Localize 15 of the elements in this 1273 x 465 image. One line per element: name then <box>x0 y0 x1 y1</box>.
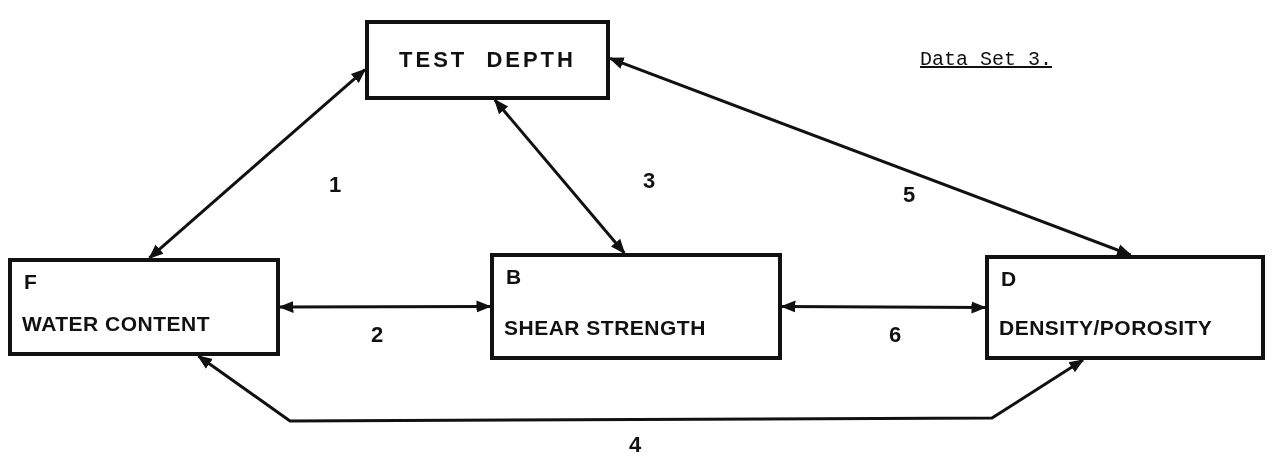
double-arrow <box>148 68 367 260</box>
double-arrow <box>493 98 626 255</box>
box-letter: B <box>506 265 522 289</box>
process-box <box>985 255 1265 360</box>
process-box <box>8 258 280 356</box>
process-box <box>365 20 610 100</box>
box-letter: F <box>24 270 37 294</box>
double-arrow <box>197 354 1085 423</box>
box-letter: D <box>1001 267 1017 291</box>
box-label: WATER CONTENT <box>22 312 211 336</box>
box-label: TEST DEPTH <box>399 47 576 73</box>
process-box <box>490 253 782 360</box>
box-label: DENSITY/POROSITY <box>999 316 1213 340</box>
box-label: SHEAR STRENGTH <box>504 316 706 340</box>
dataset-note: Data Set 3. <box>920 48 1053 71</box>
